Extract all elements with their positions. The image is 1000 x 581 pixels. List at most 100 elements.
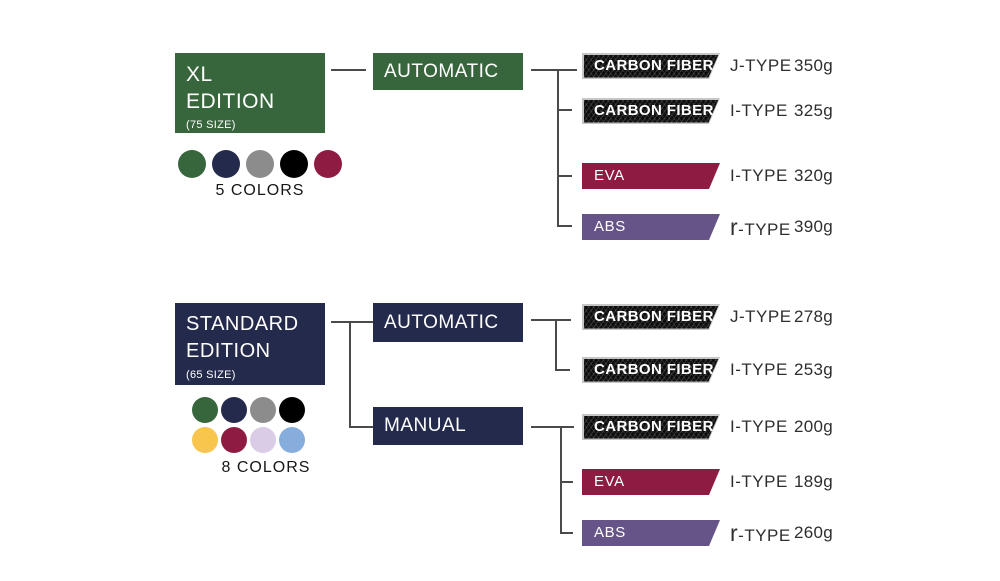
material-label: CARBON FIBER	[594, 308, 714, 325]
weight-label: 260g	[794, 523, 834, 542]
branch-label: AUTOMATIC	[384, 60, 499, 82]
material-label: CARBON FIBER	[594, 418, 714, 435]
material-bar-abs: ABS	[582, 214, 720, 240]
type-prefix: I	[730, 472, 736, 491]
connector-line	[531, 426, 574, 428]
color-swatch-navy	[212, 150, 240, 178]
connector-line	[555, 369, 570, 371]
edition-size-label: (65 SIZE)	[186, 369, 236, 381]
type-suffix: -TYPE	[735, 472, 788, 491]
material-bar-carbon-fiber: CARBON FIBER	[582, 357, 720, 383]
type-prefix: J	[730, 307, 739, 326]
type-prefix: I	[730, 417, 736, 436]
material-label: EVA	[594, 473, 625, 490]
material-label: CARBON FIBER	[594, 57, 714, 74]
weight-label: 253g	[794, 360, 834, 379]
xl-edition-box: XL EDITION (75 SIZE)	[175, 53, 325, 133]
connector-line	[557, 175, 572, 177]
connector-line	[560, 426, 562, 534]
material-bar-carbon-fiber: CARBON FIBER	[582, 98, 720, 124]
color-swatch-gray	[250, 397, 276, 423]
carbon-fiber-texture	[584, 100, 719, 123]
connector-line	[557, 69, 559, 227]
color-swatch-gray	[246, 150, 274, 178]
edition-title-line1: STANDARD	[186, 313, 299, 335]
standard-colors-count-label: 8 COLORS	[221, 459, 311, 476]
material-label: CARBON FIBER	[594, 361, 714, 378]
color-swatch-green	[178, 150, 206, 178]
color-swatch-green	[192, 397, 218, 423]
type-label: I-TYPE	[730, 98, 788, 124]
type-label: J-TYPE	[730, 304, 792, 330]
type-suffix: -TYPE	[739, 307, 792, 326]
type-label: I-TYPE	[730, 163, 788, 189]
type-suffix: -TYPE	[738, 526, 791, 545]
color-swatch-lavender	[250, 427, 276, 453]
connector-line	[331, 69, 366, 71]
spec-row: EVA I-TYPE 320g	[582, 163, 842, 189]
edition-size-label: (75 SIZE)	[186, 119, 236, 131]
type-prefix: I	[730, 360, 736, 379]
type-suffix: -TYPE	[735, 166, 788, 185]
standard-automatic-box: AUTOMATIC	[373, 303, 523, 342]
color-swatch-lightblue	[279, 427, 305, 453]
connector-line	[349, 321, 351, 428]
color-swatch-black	[279, 397, 305, 423]
standard-manual-box: MANUAL	[373, 407, 523, 445]
spec-row: EVA I-TYPE 189g	[582, 469, 842, 495]
type-prefix: r	[730, 214, 739, 240]
color-swatch-maroon	[221, 427, 247, 453]
spec-row: CARBON FIBER J-TYPE 278g	[582, 304, 842, 330]
type-prefix: I	[730, 166, 736, 185]
xl-automatic-box: AUTOMATIC	[373, 53, 523, 90]
material-bar-eva: EVA	[582, 163, 720, 189]
material-bar-carbon-fiber: CARBON FIBER	[582, 53, 720, 79]
edition-title-line1: XL	[186, 63, 213, 86]
material-bar-carbon-fiber: CARBON FIBER	[582, 414, 720, 440]
connector-line	[349, 426, 373, 428]
weight-label: 320g	[794, 166, 834, 185]
type-label: I-TYPE	[730, 357, 788, 383]
connector-line	[560, 481, 573, 483]
carbon-fiber-texture	[584, 416, 719, 439]
standard-edition-box: STANDARD EDITION (65 SIZE)	[175, 303, 325, 385]
type-label: r-TYPE	[730, 520, 791, 549]
connector-line	[557, 225, 572, 227]
weight-label: 325g	[794, 101, 834, 120]
branch-label: MANUAL	[384, 415, 467, 436]
type-prefix: r	[730, 520, 739, 546]
type-prefix: I	[730, 101, 736, 120]
weight-label: 390g	[794, 217, 834, 236]
type-prefix: J	[730, 56, 739, 75]
spec-row: CARBON FIBER J-TYPE 350g	[582, 53, 842, 79]
material-label: CARBON FIBER	[594, 102, 714, 119]
edition-title-line2: EDITION	[186, 90, 275, 113]
weight-label: 350g	[794, 56, 834, 75]
weight-label: 278g	[794, 307, 834, 326]
spec-row: CARBON FIBER I-TYPE 253g	[582, 357, 842, 383]
color-swatch-black	[280, 150, 308, 178]
connector-line	[331, 321, 373, 323]
type-suffix: -TYPE	[739, 56, 792, 75]
material-label: EVA	[594, 167, 625, 184]
spec-row: CARBON FIBER I-TYPE 325g	[582, 98, 842, 124]
type-label: r-TYPE	[730, 214, 791, 243]
material-label: ABS	[594, 218, 626, 235]
carbon-fiber-texture	[584, 359, 719, 382]
material-bar-eva: EVA	[582, 469, 720, 495]
xl-colors-count-label: 5 COLORS	[215, 182, 305, 199]
color-swatch-navy	[221, 397, 247, 423]
material-bar-abs: ABS	[582, 520, 720, 546]
edition-title-line2: EDITION	[186, 340, 271, 362]
type-suffix: -TYPE	[738, 220, 791, 239]
type-label: I-TYPE	[730, 414, 788, 440]
color-swatch-maroon	[314, 150, 342, 178]
connector-line	[560, 532, 573, 534]
type-suffix: -TYPE	[735, 360, 788, 379]
weight-label: 189g	[794, 472, 834, 491]
type-suffix: -TYPE	[735, 417, 788, 436]
type-label: J-TYPE	[730, 53, 792, 79]
type-suffix: -TYPE	[735, 101, 788, 120]
connector-line	[531, 319, 571, 321]
material-bar-carbon-fiber: CARBON FIBER	[582, 304, 720, 330]
